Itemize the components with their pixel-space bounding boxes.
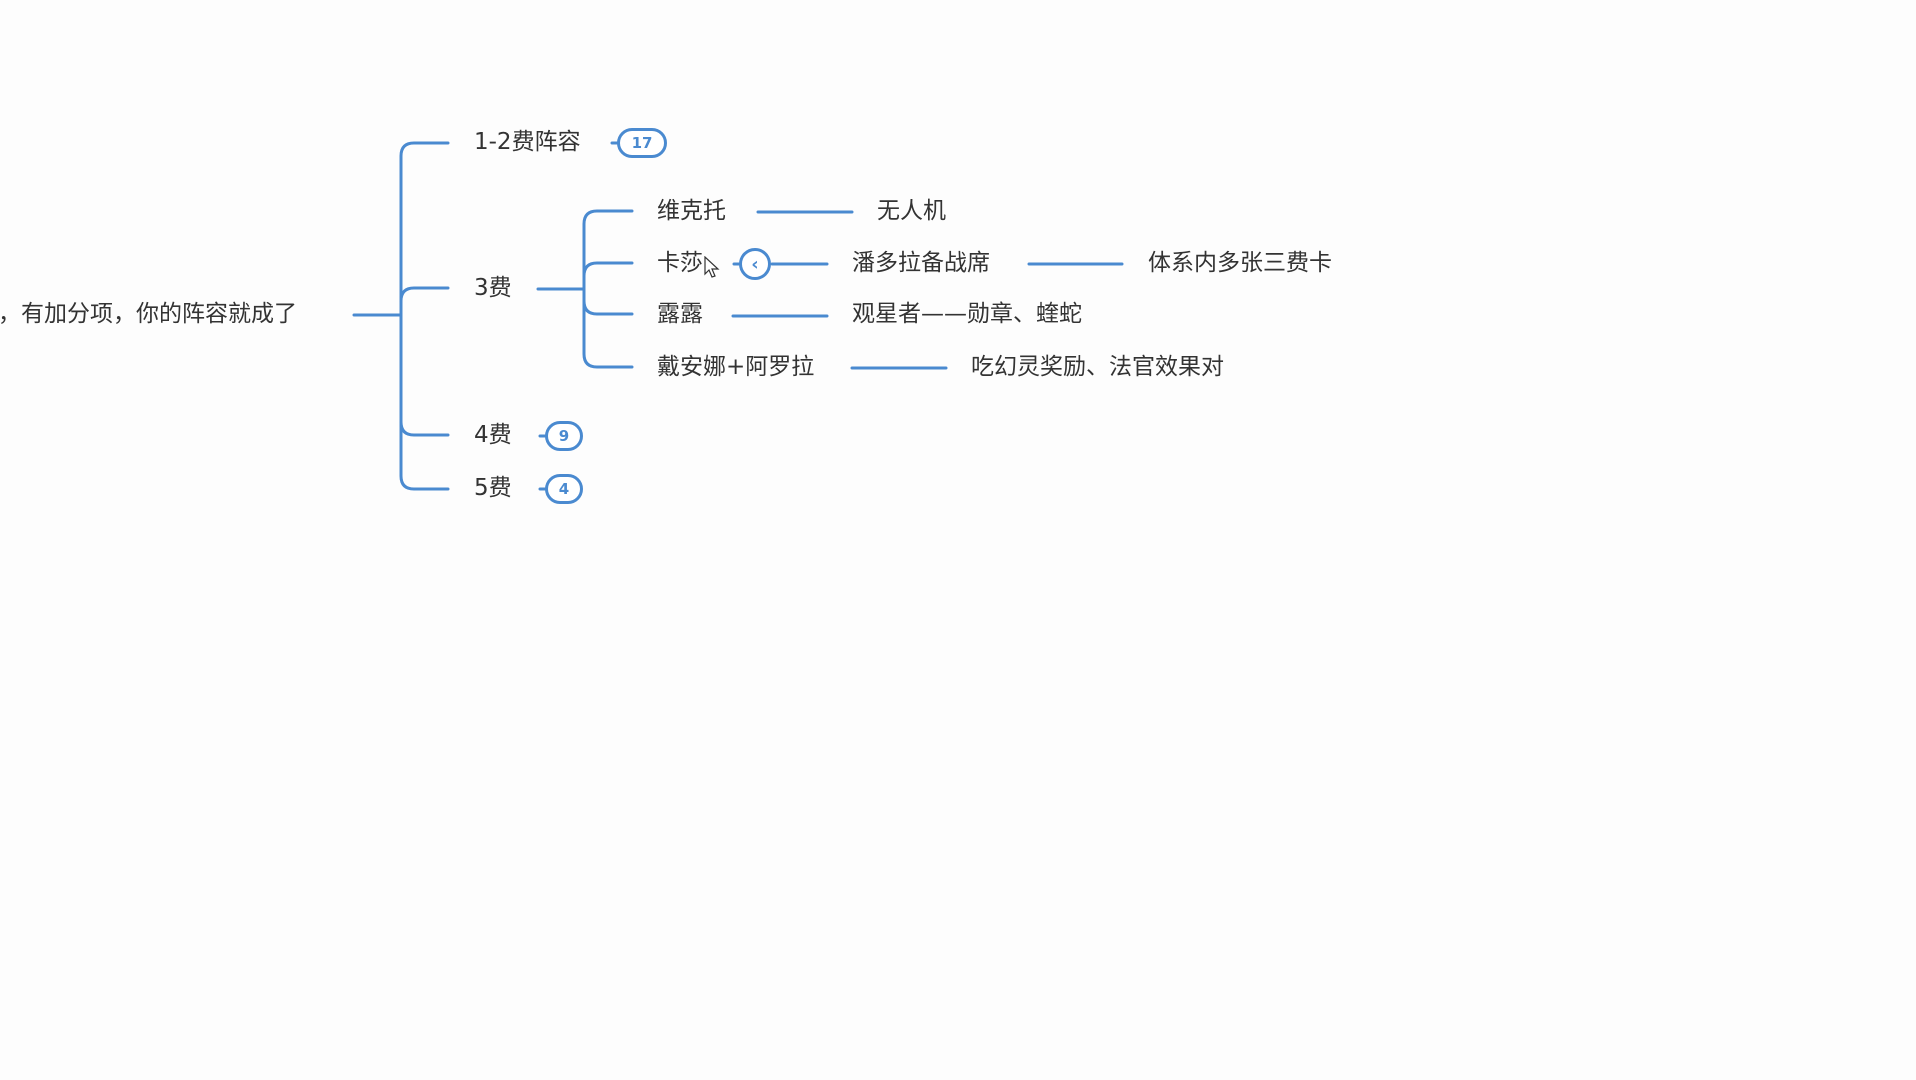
chevron-left-icon[interactable]: ‹ — [739, 248, 771, 280]
node-stargazer[interactable]: 观星者——勋章、蝰蛇 — [852, 301, 1082, 327]
branch-lulu — [582, 299, 634, 316]
node-3-cost[interactable]: 3费 — [474, 275, 512, 301]
node-4-cost[interactable]: 4费 — [474, 422, 512, 448]
node-pandora[interactable]: 潘多拉备战席 — [852, 250, 990, 276]
collapsed-count-badge[interactable]: 4 — [545, 474, 583, 504]
level1-trunk — [399, 141, 450, 491]
mouse-cursor-icon — [704, 256, 720, 278]
node-1-2-cost[interactable]: 1-2费阵容 — [474, 129, 581, 155]
collapsed-count-badge[interactable]: 17 — [617, 128, 667, 158]
root-node[interactable]: ，有加分项，你的阵容就成了 — [0, 301, 297, 327]
node-5-cost[interactable]: 5费 — [474, 475, 512, 501]
node-viktor[interactable]: 维克托 — [657, 198, 726, 224]
collapsed-count-badge[interactable]: 9 — [545, 421, 583, 451]
branch-4 — [399, 420, 450, 437]
branch-kaisa — [582, 261, 634, 278]
node-lulu[interactable]: 露露 — [657, 301, 703, 327]
level2-trunk — [582, 209, 634, 369]
node-drone[interactable]: 无人机 — [877, 198, 946, 224]
node-diana-aurora[interactable]: 戴安娜+阿罗拉 — [657, 354, 815, 380]
node-reward[interactable]: 吃幻灵奖励、法官效果对 — [971, 354, 1224, 380]
node-kaisa[interactable]: 卡莎 — [657, 250, 703, 276]
branch-3 — [399, 286, 450, 303]
node-three-cost-cards[interactable]: 体系内多张三费卡 — [1148, 250, 1332, 276]
